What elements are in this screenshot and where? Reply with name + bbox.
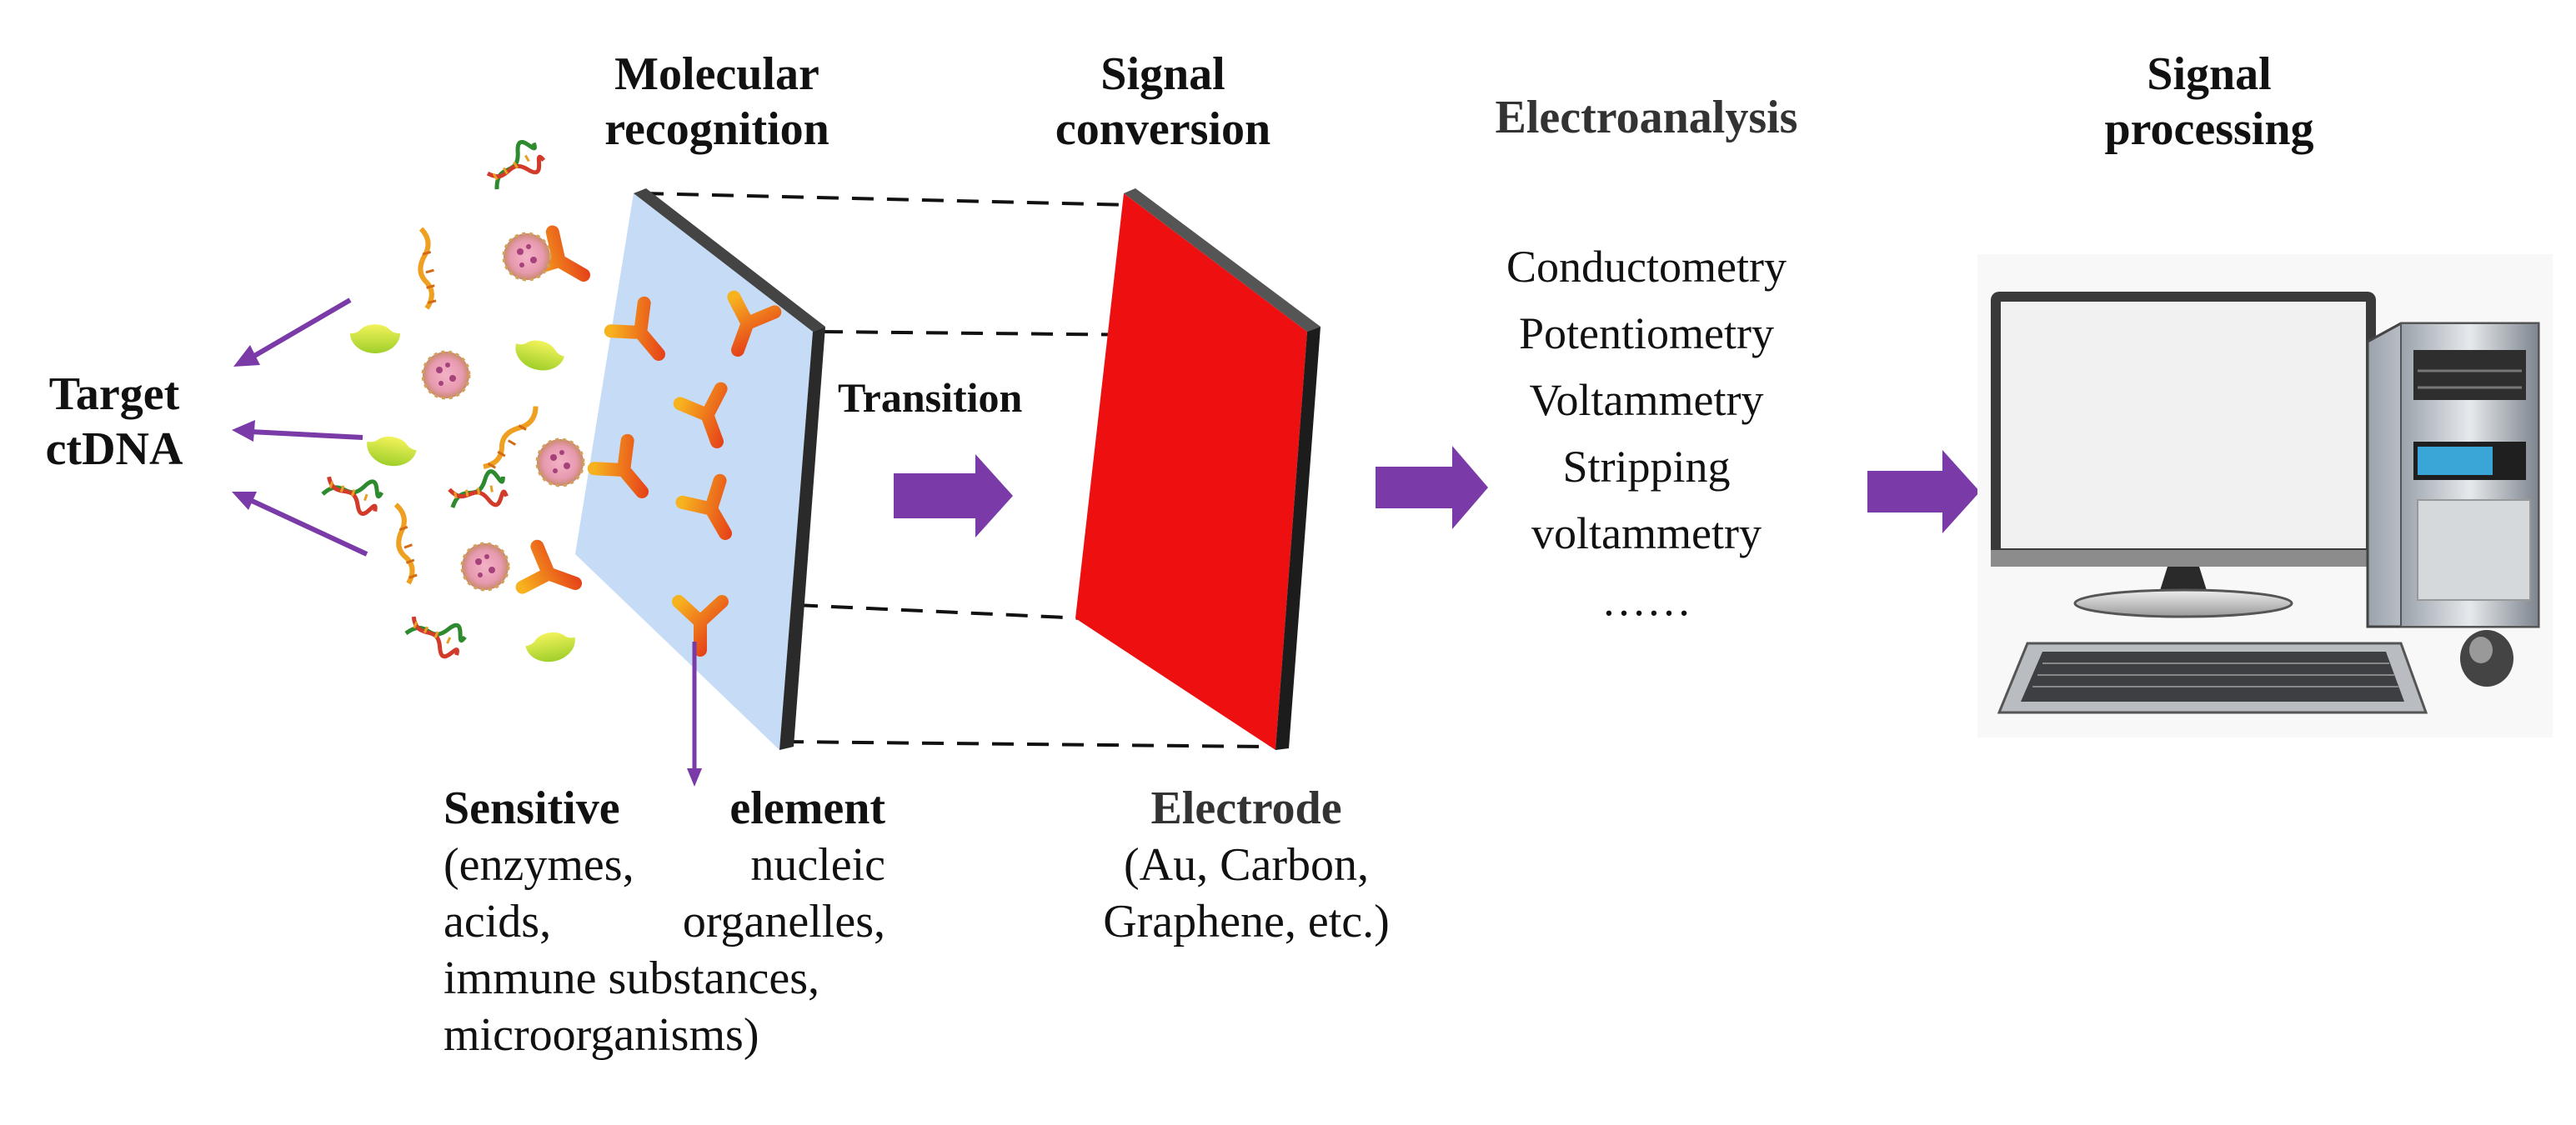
electrode-caption: Electrode (Au, Carbon, Graphene, etc.) — [1059, 780, 1434, 950]
sensitive-element-caption: Sensitive element (enzymes, nucleic acid… — [444, 780, 885, 1063]
heading-signal-processing: Signal processing — [2059, 47, 2359, 157]
process-arrow-1 — [1376, 446, 1488, 529]
heading-line: conversion — [1055, 103, 1271, 156]
method-item: …… — [1601, 575, 1691, 625]
caption-word: (enzymes, — [444, 839, 634, 891]
heading-line: recognition — [604, 103, 829, 156]
caption-word: acids, — [444, 896, 552, 948]
method-item: Conductometry — [1506, 242, 1787, 292]
computer-icon — [1977, 254, 2553, 738]
method-item: voltammetry — [1531, 508, 1762, 558]
electrode-line: (Au, Carbon, — [1124, 839, 1369, 891]
target-line: ctDNA — [45, 423, 183, 476]
caption-line: (enzymes, nucleic — [444, 837, 885, 893]
method-item: Potentiometry — [1519, 308, 1774, 358]
analyte-molecules — [321, 137, 585, 666]
heading-line: processing — [2104, 103, 2314, 156]
caption-line: acids, organelles, — [444, 893, 885, 950]
method-item: Voltammetry — [1529, 375, 1764, 425]
transition-label: Transition — [838, 374, 1023, 421]
caption-line: microorganisms) — [444, 1009, 759, 1061]
title-word: Sensitive — [444, 782, 620, 834]
projection-lines — [641, 192, 1316, 748]
heading-line: Signal — [1100, 48, 1225, 100]
heading-molecular-recognition: Molecular recognition — [550, 47, 884, 157]
heading-electroanalysis: Electroanalysis — [1495, 92, 1798, 143]
sensitive-element-pointer — [687, 642, 702, 787]
target-line: Target — [48, 368, 180, 420]
heading-line: Molecular — [614, 48, 819, 100]
electrode-plate — [1075, 188, 1321, 750]
target-ctdna-label: Target ctDNA — [18, 367, 210, 477]
electrode-line: Graphene, etc.) — [1103, 896, 1390, 948]
transition-arrow — [894, 454, 1013, 538]
method-item: Stripping — [1562, 442, 1731, 492]
caption-word: organelles, — [682, 896, 885, 948]
sensitive-element-title: Sensitive element — [444, 780, 885, 837]
target-arrows — [232, 298, 368, 557]
title-word: element — [729, 782, 885, 834]
caption-word: nucleic — [750, 839, 885, 891]
heading-signal-conversion: Signal conversion — [1009, 47, 1317, 157]
heading-line: Signal — [2147, 48, 2272, 100]
electrode-title: Electrode — [1150, 782, 1342, 834]
electroanalysis-methods: Conductometry Potentiometry Voltammetry … — [1446, 233, 1847, 633]
process-arrow-2 — [1867, 450, 1980, 533]
caption-line: immune substances, — [444, 952, 820, 1004]
